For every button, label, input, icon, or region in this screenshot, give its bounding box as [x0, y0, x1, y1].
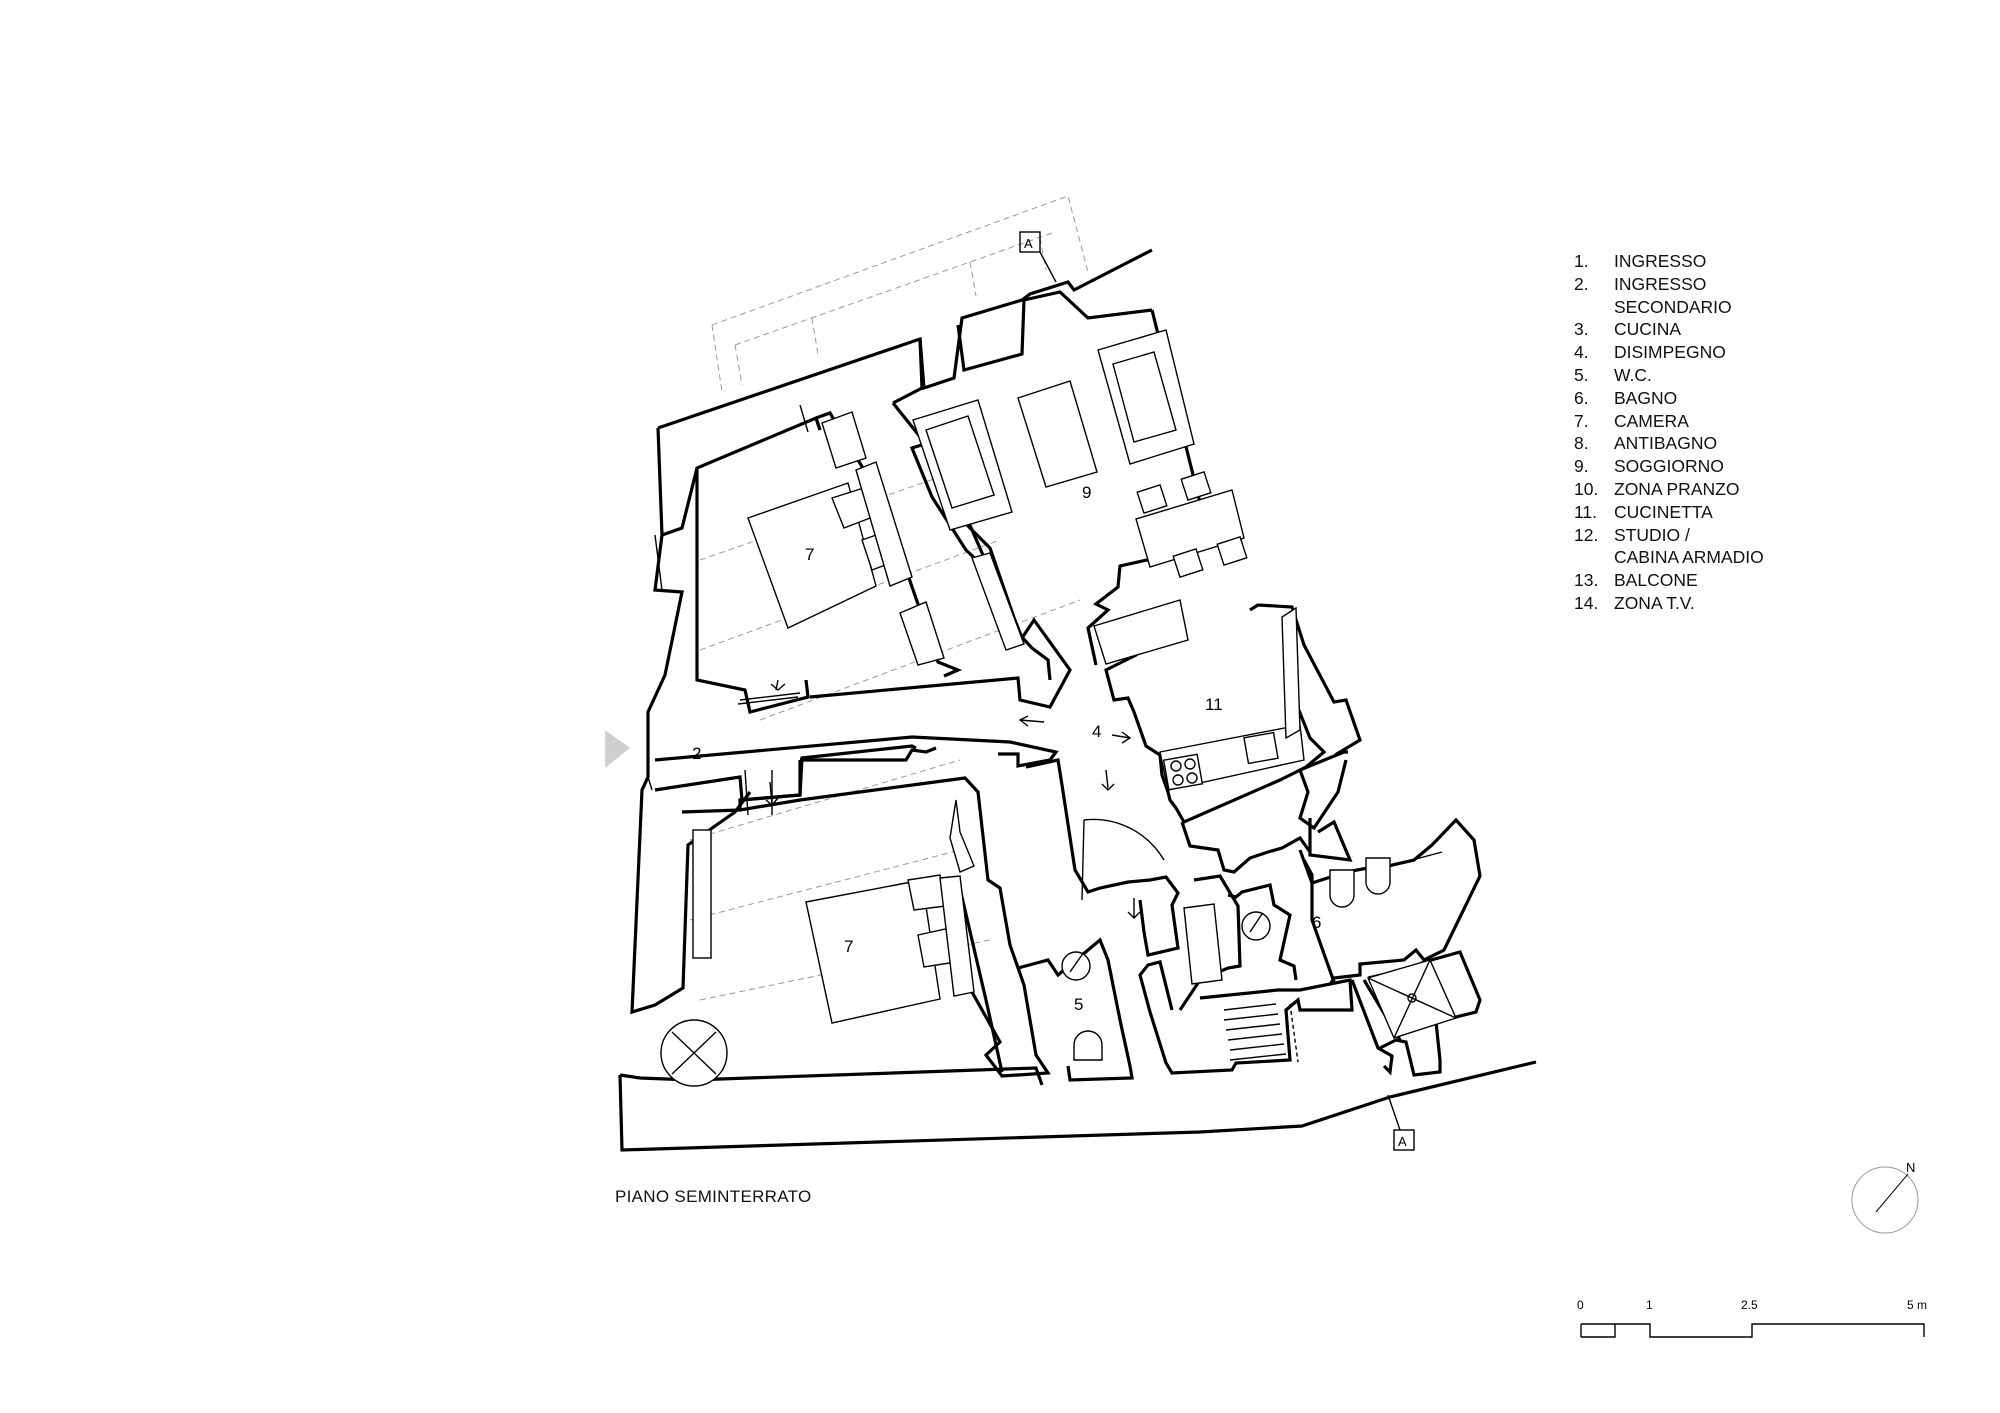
svg-text:N: N: [1906, 1160, 1915, 1175]
legend-item: 8. ANTIBAGNO: [1574, 432, 1764, 455]
legend-number: 11.: [1574, 501, 1598, 522]
scale-tick-2-5: 2.5: [1741, 1298, 1758, 1312]
legend-label: BALCONE: [1614, 570, 1698, 591]
north-arrow: N: [1851, 1160, 1919, 1234]
legend-number: 8.: [1574, 433, 1589, 454]
section-marker-top: A: [1019, 231, 1057, 283]
room-label-6: 6: [1312, 913, 1321, 932]
scale-tick-0: 0: [1577, 1298, 1584, 1312]
living-furniture: [912, 329, 1248, 651]
legend-number: 13.: [1574, 570, 1599, 591]
legend-item: 9. SOGGIORNO: [1574, 455, 1764, 478]
legend-item: 13. BALCONE: [1574, 569, 1764, 592]
room-label-9: 9: [1082, 483, 1091, 502]
legend-item: 10. ZONA PRANZO: [1574, 478, 1764, 501]
legend-item: 14. ZONA T.V.: [1574, 592, 1764, 615]
legend-number: 1.: [1574, 251, 1589, 271]
room-label-11: 11: [1205, 695, 1223, 714]
legend-number: 12.: [1574, 524, 1599, 545]
legend-item: 3. CUCINA: [1574, 318, 1764, 341]
legend-label: CUCINA: [1614, 319, 1682, 340]
stairs: [1223, 1003, 1299, 1063]
legend-number: 5.: [1574, 364, 1589, 385]
legend-number: 7.: [1574, 410, 1589, 431]
legend-label: ZONA T.V.: [1614, 592, 1695, 613]
entrance-arrow-icon: [605, 730, 630, 768]
dashed-overhead-outlines: [689, 195, 1089, 1001]
scale-bar: 0 1 2.5 5 m: [1577, 1298, 1927, 1338]
scale-tick-5m: 5 m: [1907, 1298, 1927, 1312]
legend-label: SOGGIORNO: [1614, 456, 1724, 477]
section-marker-bottom: A: [1387, 1094, 1415, 1151]
legend-item: 12. STUDIO / CABINA ARMADIO: [1574, 524, 1764, 570]
room-label-5: 5: [1074, 995, 1083, 1014]
legend-item: 11. CUCINETTA: [1574, 501, 1764, 524]
room-label-7-upper: 7: [805, 545, 814, 564]
bathroom-fixtures: [1183, 851, 1443, 985]
legend-item: 6. BAGNO: [1574, 387, 1764, 410]
svg-text:A: A: [1024, 236, 1033, 251]
wc-fixtures: [1061, 951, 1103, 1061]
legend-number: 6.: [1574, 387, 1589, 408]
legend-number: 9.: [1574, 456, 1589, 477]
legend-number: 10.: [1574, 478, 1599, 499]
room-label-7-lower: 7: [844, 937, 853, 956]
legend-label: ANTIBAGNO: [1614, 433, 1718, 454]
legend-label: CUCINETTA: [1614, 501, 1713, 522]
legend-label: DISIMPEGNO: [1614, 342, 1726, 363]
legend-label: W.C.: [1614, 364, 1652, 385]
legend-label: INGRESSO: [1614, 251, 1707, 271]
legend-label: ZONA PRANZO: [1614, 478, 1740, 499]
legend-label: STUDIO / CABINA ARMADIO: [1614, 524, 1764, 568]
legend-number: 3.: [1574, 319, 1589, 340]
kitchenette-furniture: [1093, 599, 1305, 791]
legend-number: 4.: [1574, 342, 1589, 363]
legend-item: 1. INGRESSO: [1574, 250, 1764, 273]
legend-item: 2. INGRESSO SECONDARIO: [1574, 273, 1764, 319]
legend-number: 2.: [1574, 273, 1589, 294]
legend-item: 4. DISIMPEGNO: [1574, 341, 1764, 364]
room-label-4: 4: [1092, 722, 1101, 741]
svg-text:A: A: [1398, 1134, 1407, 1149]
legend-label: BAGNO: [1614, 387, 1678, 408]
room-label-2: 2: [692, 744, 701, 763]
detail-lines: [647, 534, 1165, 919]
plan-title: PIANO SEMINTERRATO: [615, 1187, 812, 1206]
legend-label: CAMERA: [1614, 410, 1689, 431]
balcony-skylight: [1367, 959, 1457, 1039]
room-labels: 2 4 5 6 7 7 9 11: [692, 483, 1321, 1014]
legend-item: 7. CAMERA: [1574, 410, 1764, 433]
bed-upper: [747, 404, 945, 666]
legend-item: 5. W.C.: [1574, 364, 1764, 387]
bed-lower: [660, 799, 975, 1087]
legend-number: 14.: [1574, 592, 1599, 613]
legend-label: INGRESSO SECONDARIO: [1614, 273, 1732, 317]
scale-tick-1: 1: [1646, 1298, 1653, 1312]
